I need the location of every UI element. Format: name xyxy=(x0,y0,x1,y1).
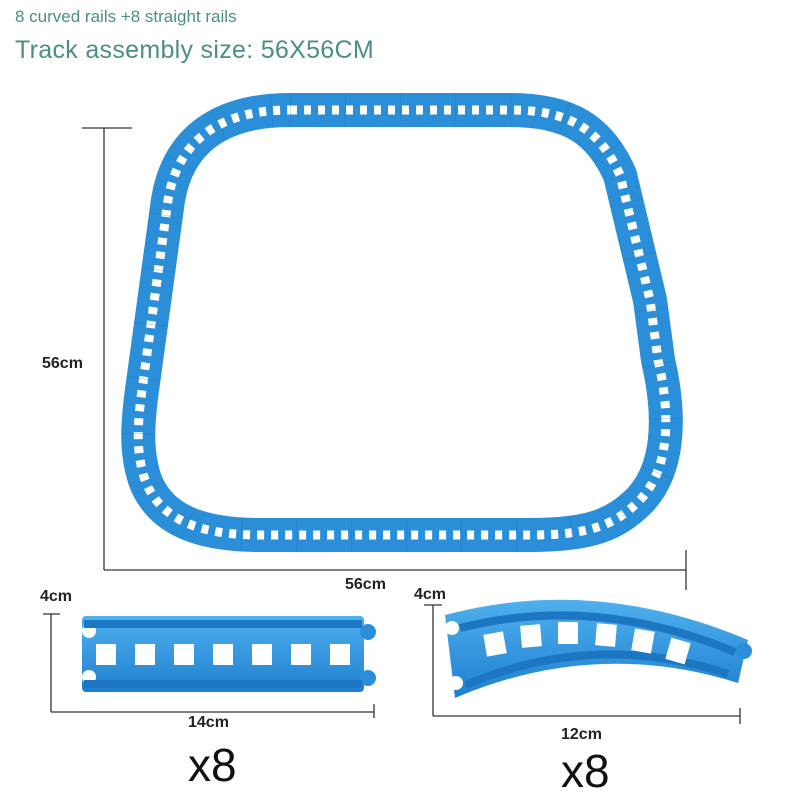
straight-rail-dimensions xyxy=(43,613,375,718)
curved-rail-height-label: 4cm xyxy=(414,586,447,603)
curved-rail-holes xyxy=(483,622,691,665)
straight-rail-length-label: 14cm xyxy=(188,714,229,731)
assembled-track-loop xyxy=(121,93,683,552)
subtitle-text: 8 curved rails +8 straight rails xyxy=(15,7,237,26)
straight-rail-holes xyxy=(96,644,350,665)
straight-rail-count: x8 xyxy=(188,739,237,791)
curved-rail-piece xyxy=(445,599,752,698)
curved-rail-count: x8 xyxy=(561,745,610,797)
curved-rail-length-label: 12cm xyxy=(561,726,602,743)
curved-rail-dimensions xyxy=(424,604,741,724)
assembly-width-dimension xyxy=(104,550,687,590)
loop-sleeper-holes xyxy=(133,105,671,540)
assembly-height-label: 56cm xyxy=(42,355,83,372)
assembly-height-dimension xyxy=(82,127,132,570)
page-title: Track assembly size: 56X56CM xyxy=(15,36,374,64)
straight-rail-height-label: 4cm xyxy=(40,588,73,605)
straight-rail-piece xyxy=(82,616,376,692)
assembly-width-label: 56cm xyxy=(345,576,386,593)
